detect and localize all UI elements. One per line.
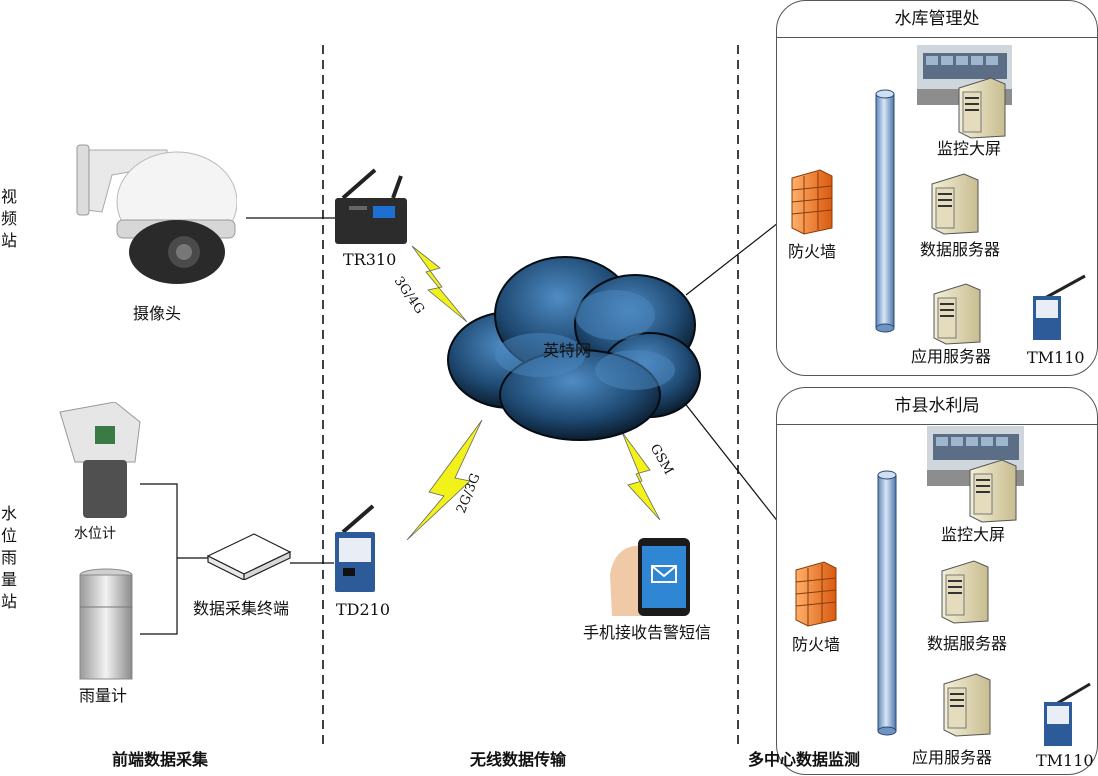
- lightning-2g3g-icon: [406, 419, 483, 541]
- tm110-icon: [1042, 676, 1096, 748]
- phone-label: 手机接收告警短信: [583, 623, 712, 642]
- tm110-icon: [1031, 270, 1091, 342]
- panel-water-bureau-title: 市县水利局: [777, 388, 1097, 425]
- firewall-label: 防火墙: [792, 635, 841, 654]
- panel-reservoir-title: 水库管理处: [777, 1, 1097, 38]
- phone-icon: [602, 536, 692, 616]
- water-level-gauge-icon: [55, 401, 143, 520]
- network-backbone-pipe: [874, 88, 896, 334]
- td210-label: TD210: [336, 600, 391, 619]
- camera-icon: [72, 140, 238, 290]
- section-wireless-transmission: 无线数据传输: [470, 750, 567, 769]
- firewall-icon: [790, 168, 834, 236]
- tr310-label: TR310: [343, 250, 397, 269]
- screen-server-icon: [955, 76, 1007, 140]
- data-server-icon: [928, 172, 980, 236]
- firewall-icon: [794, 560, 838, 628]
- tr310-router-icon: [335, 166, 411, 246]
- tm110-label: TM110: [1036, 751, 1094, 770]
- rain-gauge-icon: [78, 567, 134, 683]
- app-server-label: 应用服务器: [911, 347, 992, 366]
- section-front-collection: 前端数据采集: [112, 750, 209, 769]
- screen-server-icon: [966, 458, 1018, 524]
- app-server-icon: [940, 672, 992, 738]
- rain-gauge-label: 雨量计: [79, 686, 128, 705]
- internet-cloud-icon: [440, 245, 704, 445]
- video-station-label: 视频站: [0, 187, 17, 250]
- terminal-label: 数据采集终端: [193, 599, 290, 618]
- data-server-label: 数据服务器: [927, 634, 1008, 653]
- screen-label: 监控大屏: [941, 525, 1006, 544]
- water-level-label: 水位计: [74, 526, 116, 542]
- data-server-icon: [938, 559, 990, 625]
- lightning-gsm-icon: [621, 431, 661, 521]
- section-multi-center-monitoring: 多中心数据监测: [748, 750, 861, 769]
- screen-label: 监控大屏: [937, 139, 1002, 158]
- app-server-icon: [930, 282, 982, 346]
- network-backbone-pipe: [876, 469, 898, 737]
- water-rain-station-label: 水位雨量站: [0, 504, 17, 611]
- cloud-label: 英特网: [543, 341, 592, 360]
- td210-router-icon: [333, 502, 377, 594]
- camera-label: 摄像头: [133, 304, 182, 323]
- firewall-label: 防火墙: [788, 242, 837, 261]
- app-server-label: 应用服务器: [912, 748, 993, 767]
- data-server-label: 数据服务器: [920, 240, 1001, 259]
- lightning-3g4g-icon: [411, 245, 468, 323]
- terminal-icon: [204, 530, 294, 581]
- tm110-label: TM110: [1027, 348, 1085, 367]
